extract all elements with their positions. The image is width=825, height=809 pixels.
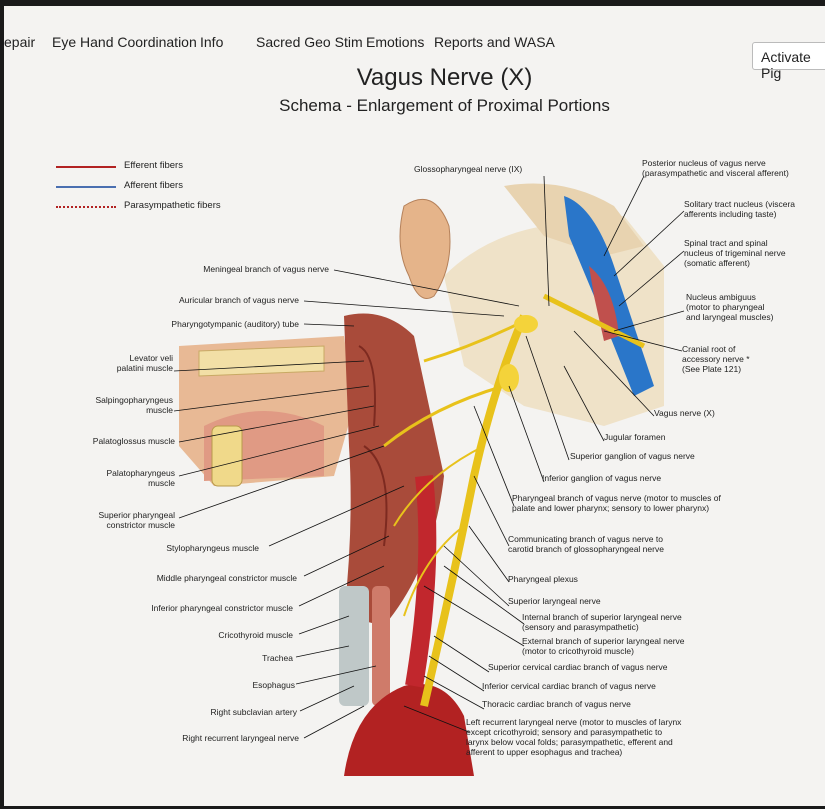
label-salpingopharyngeus: Salpingopharyngeus muscle xyxy=(95,395,173,415)
label-right-subclavian-artery: Right subclavian artery xyxy=(211,707,297,717)
label-inferior-ganglion: Inferior ganglion of vagus nerve xyxy=(542,473,661,483)
label-palatopharyngeus: Palatopharyngeus muscle xyxy=(106,468,175,488)
inferior-ganglion xyxy=(499,364,519,392)
label-inferior-pharyngeal-constrictor: Inferior pharyngeal constrictor muscle xyxy=(151,603,293,613)
label-superior-laryngeal-nerve: Superior laryngeal nerve xyxy=(508,596,601,606)
label-pharyngeal-plexus: Pharyngeal plexus xyxy=(508,574,578,584)
label-esophagus: Esophagus xyxy=(252,680,295,690)
label-right-recurrent-laryngeal: Right recurrent laryngeal nerve xyxy=(182,733,299,743)
label-cricothyroid: Cricothyroid muscle xyxy=(218,630,293,640)
nav-item-reports-and-wasa[interactable]: Reports and WASA xyxy=(434,34,555,50)
label-superior-pharyngeal-constrictor: Superior pharyngeal constrictor muscle xyxy=(98,510,175,530)
label-glossopharyngeal-nerve: Glossopharyngeal nerve (IX) xyxy=(414,164,522,174)
nav-item-repair[interactable]: epair xyxy=(4,34,35,50)
label-auricular-branch: Auricular branch of vagus nerve xyxy=(179,295,299,305)
label-solitary-tract-nucleus: Solitary tract nucleus (viscera afferent… xyxy=(684,199,795,219)
trachea xyxy=(339,586,369,706)
label-inferior-cervical-cardiac: Inferior cervical cardiac branch of vagu… xyxy=(482,681,656,691)
label-trachea: Trachea xyxy=(262,653,293,663)
esophagus xyxy=(372,586,390,706)
label-spinal-tract: Spinal tract and spinal nucleus of trige… xyxy=(684,238,786,268)
nav-item-emotions[interactable]: Emotions xyxy=(366,34,424,50)
label-communicating-branch: Communicating branch of vagus nerve to c… xyxy=(508,534,664,554)
screen: epair Eye Hand Coordination Info Sacred … xyxy=(4,6,825,806)
label-nucleus-ambiguus: Nucleus ambiguus (motor to pharyngeal an… xyxy=(686,292,773,322)
hard-palate xyxy=(199,346,324,376)
label-superior-ganglion: Superior ganglion of vagus nerve xyxy=(570,451,695,461)
label-posterior-nucleus: Posterior nucleus of vagus nerve (parasy… xyxy=(642,158,789,178)
label-middle-pharyngeal-constrictor: Middle pharyngeal constrictor muscle xyxy=(157,573,297,583)
nav-item-eye-hand-coordination[interactable]: Eye Hand Coordination xyxy=(52,34,197,50)
page-title: Vagus Nerve (X) xyxy=(34,64,825,92)
label-superior-cervical-cardiac: Superior cervical cardiac branch of vagu… xyxy=(488,662,668,672)
label-levator-veli-palatini: Levator veli palatini muscle xyxy=(117,353,173,373)
label-internal-branch: Internal branch of superior laryngeal ne… xyxy=(522,612,682,632)
label-pharyngotympanic-tube: Pharyngotympanic (auditory) tube xyxy=(171,319,299,329)
label-left-recurrent-laryngeal: Left recurrent laryngeal nerve (motor to… xyxy=(466,717,681,757)
superior-ganglion xyxy=(514,315,538,333)
label-palatoglossus: Palatoglossus muscle xyxy=(93,436,175,446)
nav-item-info[interactable]: Info xyxy=(200,34,223,50)
label-thoracic-cardiac: Thoracic cardiac branch of vagus nerve xyxy=(482,699,631,709)
label-external-branch: External branch of superior laryngeal ne… xyxy=(522,636,685,656)
label-meningeal-branch: Meningeal branch of vagus nerve xyxy=(203,264,329,274)
label-stylopharyngeus: Stylopharyngeus muscle xyxy=(166,543,259,553)
label-jugular-foramen: Jugular foramen xyxy=(604,432,665,442)
nav-item-sacred-geo-stim[interactable]: Sacred Geo Stim xyxy=(256,34,363,50)
label-vagus-nerve: Vagus nerve (X) xyxy=(654,408,715,418)
label-pharyngeal-branch: Pharyngeal branch of vagus nerve (motor … xyxy=(512,493,721,513)
ear xyxy=(400,199,450,298)
label-cranial-root-accessory: Cranial root of accessory nerve * (See P… xyxy=(682,344,750,374)
page-subtitle: Schema - Enlargement of Proximal Portion… xyxy=(34,96,825,116)
